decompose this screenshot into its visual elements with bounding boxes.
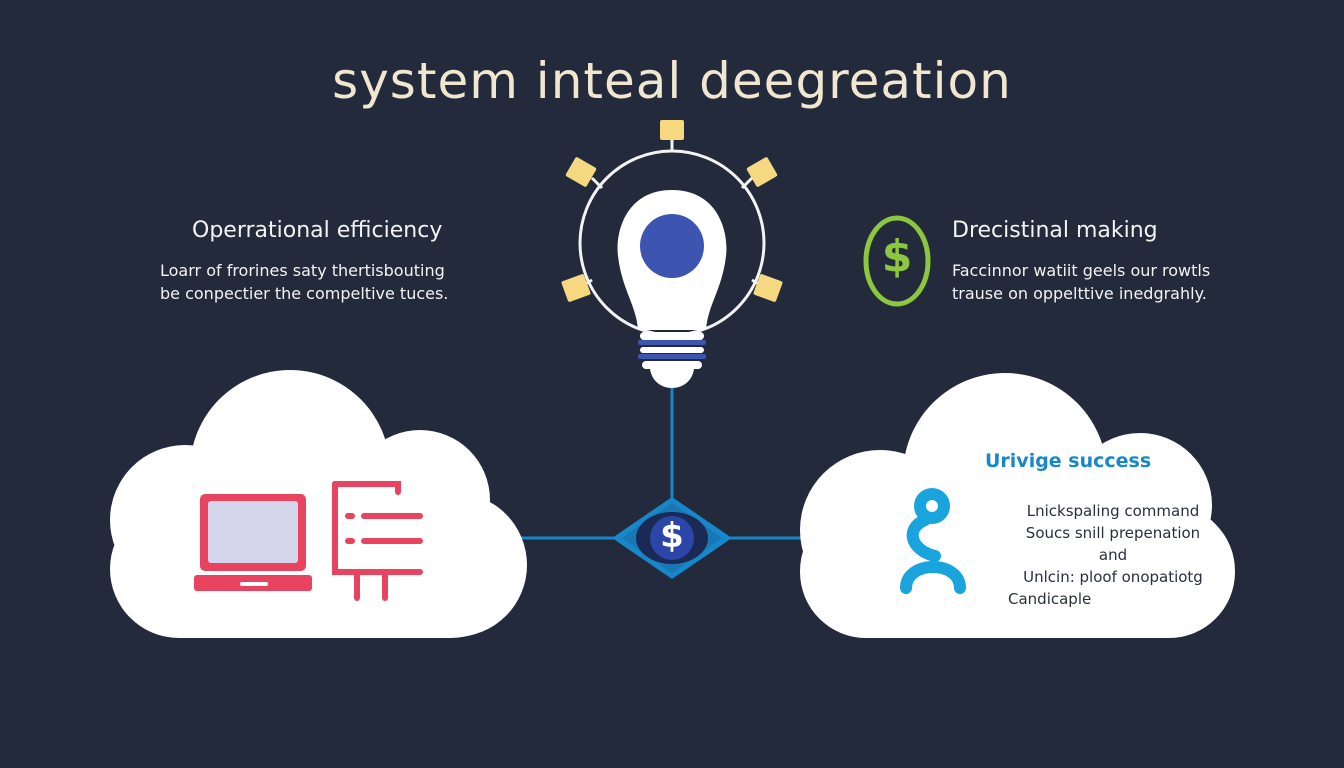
decision-making-text: Faccinnor watiit geels our rowtls trause… [952, 259, 1210, 305]
operational-efficiency-text: Loarr of frorines saty thertisbouting be… [160, 259, 448, 305]
operational-efficiency-heading: Operrational efficiency [192, 218, 443, 243]
cloud-success-line: Candicaple [1008, 590, 1092, 608]
decision-making-line: Faccinnor watiit geels our rowtls [952, 261, 1211, 280]
decision-making-line: trause on oppelttive inedgrahly. [952, 284, 1207, 303]
cloud-success-text: Lnickspaling command Soucs snill prepena… [1008, 500, 1218, 610]
cloud-success-line: and [1098, 546, 1128, 564]
dollar-diamond-icon [612, 497, 732, 579]
hub-dollar-symbol: $ [660, 516, 684, 556]
cloud-success-line: Lnickspaling command [1026, 502, 1200, 520]
page-title: system inteal deegreation [332, 52, 1012, 110]
cloud-success-line: Soucs snill prepenation [1025, 524, 1201, 542]
list-icon [332, 481, 423, 601]
cloud-success-line: Unlcin: ploof onopatiotg [1023, 568, 1203, 586]
cloud-success-heading: Urivige success [985, 450, 1152, 472]
left-cloud [110, 370, 527, 638]
decision-making-heading: Drecistinal making [952, 218, 1158, 243]
laptop-icon [194, 494, 312, 591]
operational-efficiency-line: Loarr of frorines saty thertisbouting [160, 261, 445, 280]
lightbulb-icon [561, 120, 783, 388]
person-icon [900, 488, 966, 594]
operational-efficiency-line: be conpectier the compeltive tuces. [160, 284, 449, 303]
dollar-badge-symbol: $ [881, 231, 913, 282]
dollar-badge-icon [863, 215, 931, 307]
